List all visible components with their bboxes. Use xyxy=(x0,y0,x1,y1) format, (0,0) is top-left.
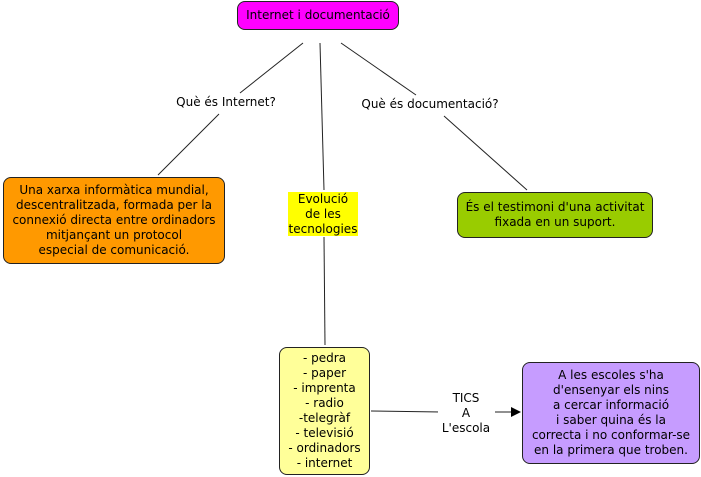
concept-technologies-list[interactable]: - pedra - paper - imprenta - radio -tele… xyxy=(279,347,370,475)
link-label-school[interactable]: TICS A L'escola xyxy=(438,391,494,436)
link-internet-def xyxy=(157,113,220,176)
link-evolution-list xyxy=(323,236,326,346)
link-root-internet xyxy=(239,42,304,94)
concept-school-definition[interactable]: A les escoles s'ha d'ensenyar els nins a… xyxy=(522,362,700,464)
concept-documentation-definition[interactable]: És el testimoni d'una activitat fixada e… xyxy=(457,192,653,238)
link-list-school xyxy=(370,410,442,413)
concept-evolution[interactable]: Evolució de les tecnologies xyxy=(288,191,358,236)
link-label-documentation[interactable]: Què és documentació? xyxy=(355,97,505,112)
concept-internet-definition[interactable]: Una xarxa informàtica mundial, descentra… xyxy=(3,177,225,264)
link-root-evolution xyxy=(319,42,325,191)
link-root-documentation xyxy=(340,42,417,96)
root-label: Internet i documentació xyxy=(246,8,390,22)
root-concept[interactable]: Internet i documentació xyxy=(237,1,399,30)
link-documentation-def xyxy=(443,115,528,191)
link-label-internet[interactable]: Què és Internet? xyxy=(160,95,292,110)
